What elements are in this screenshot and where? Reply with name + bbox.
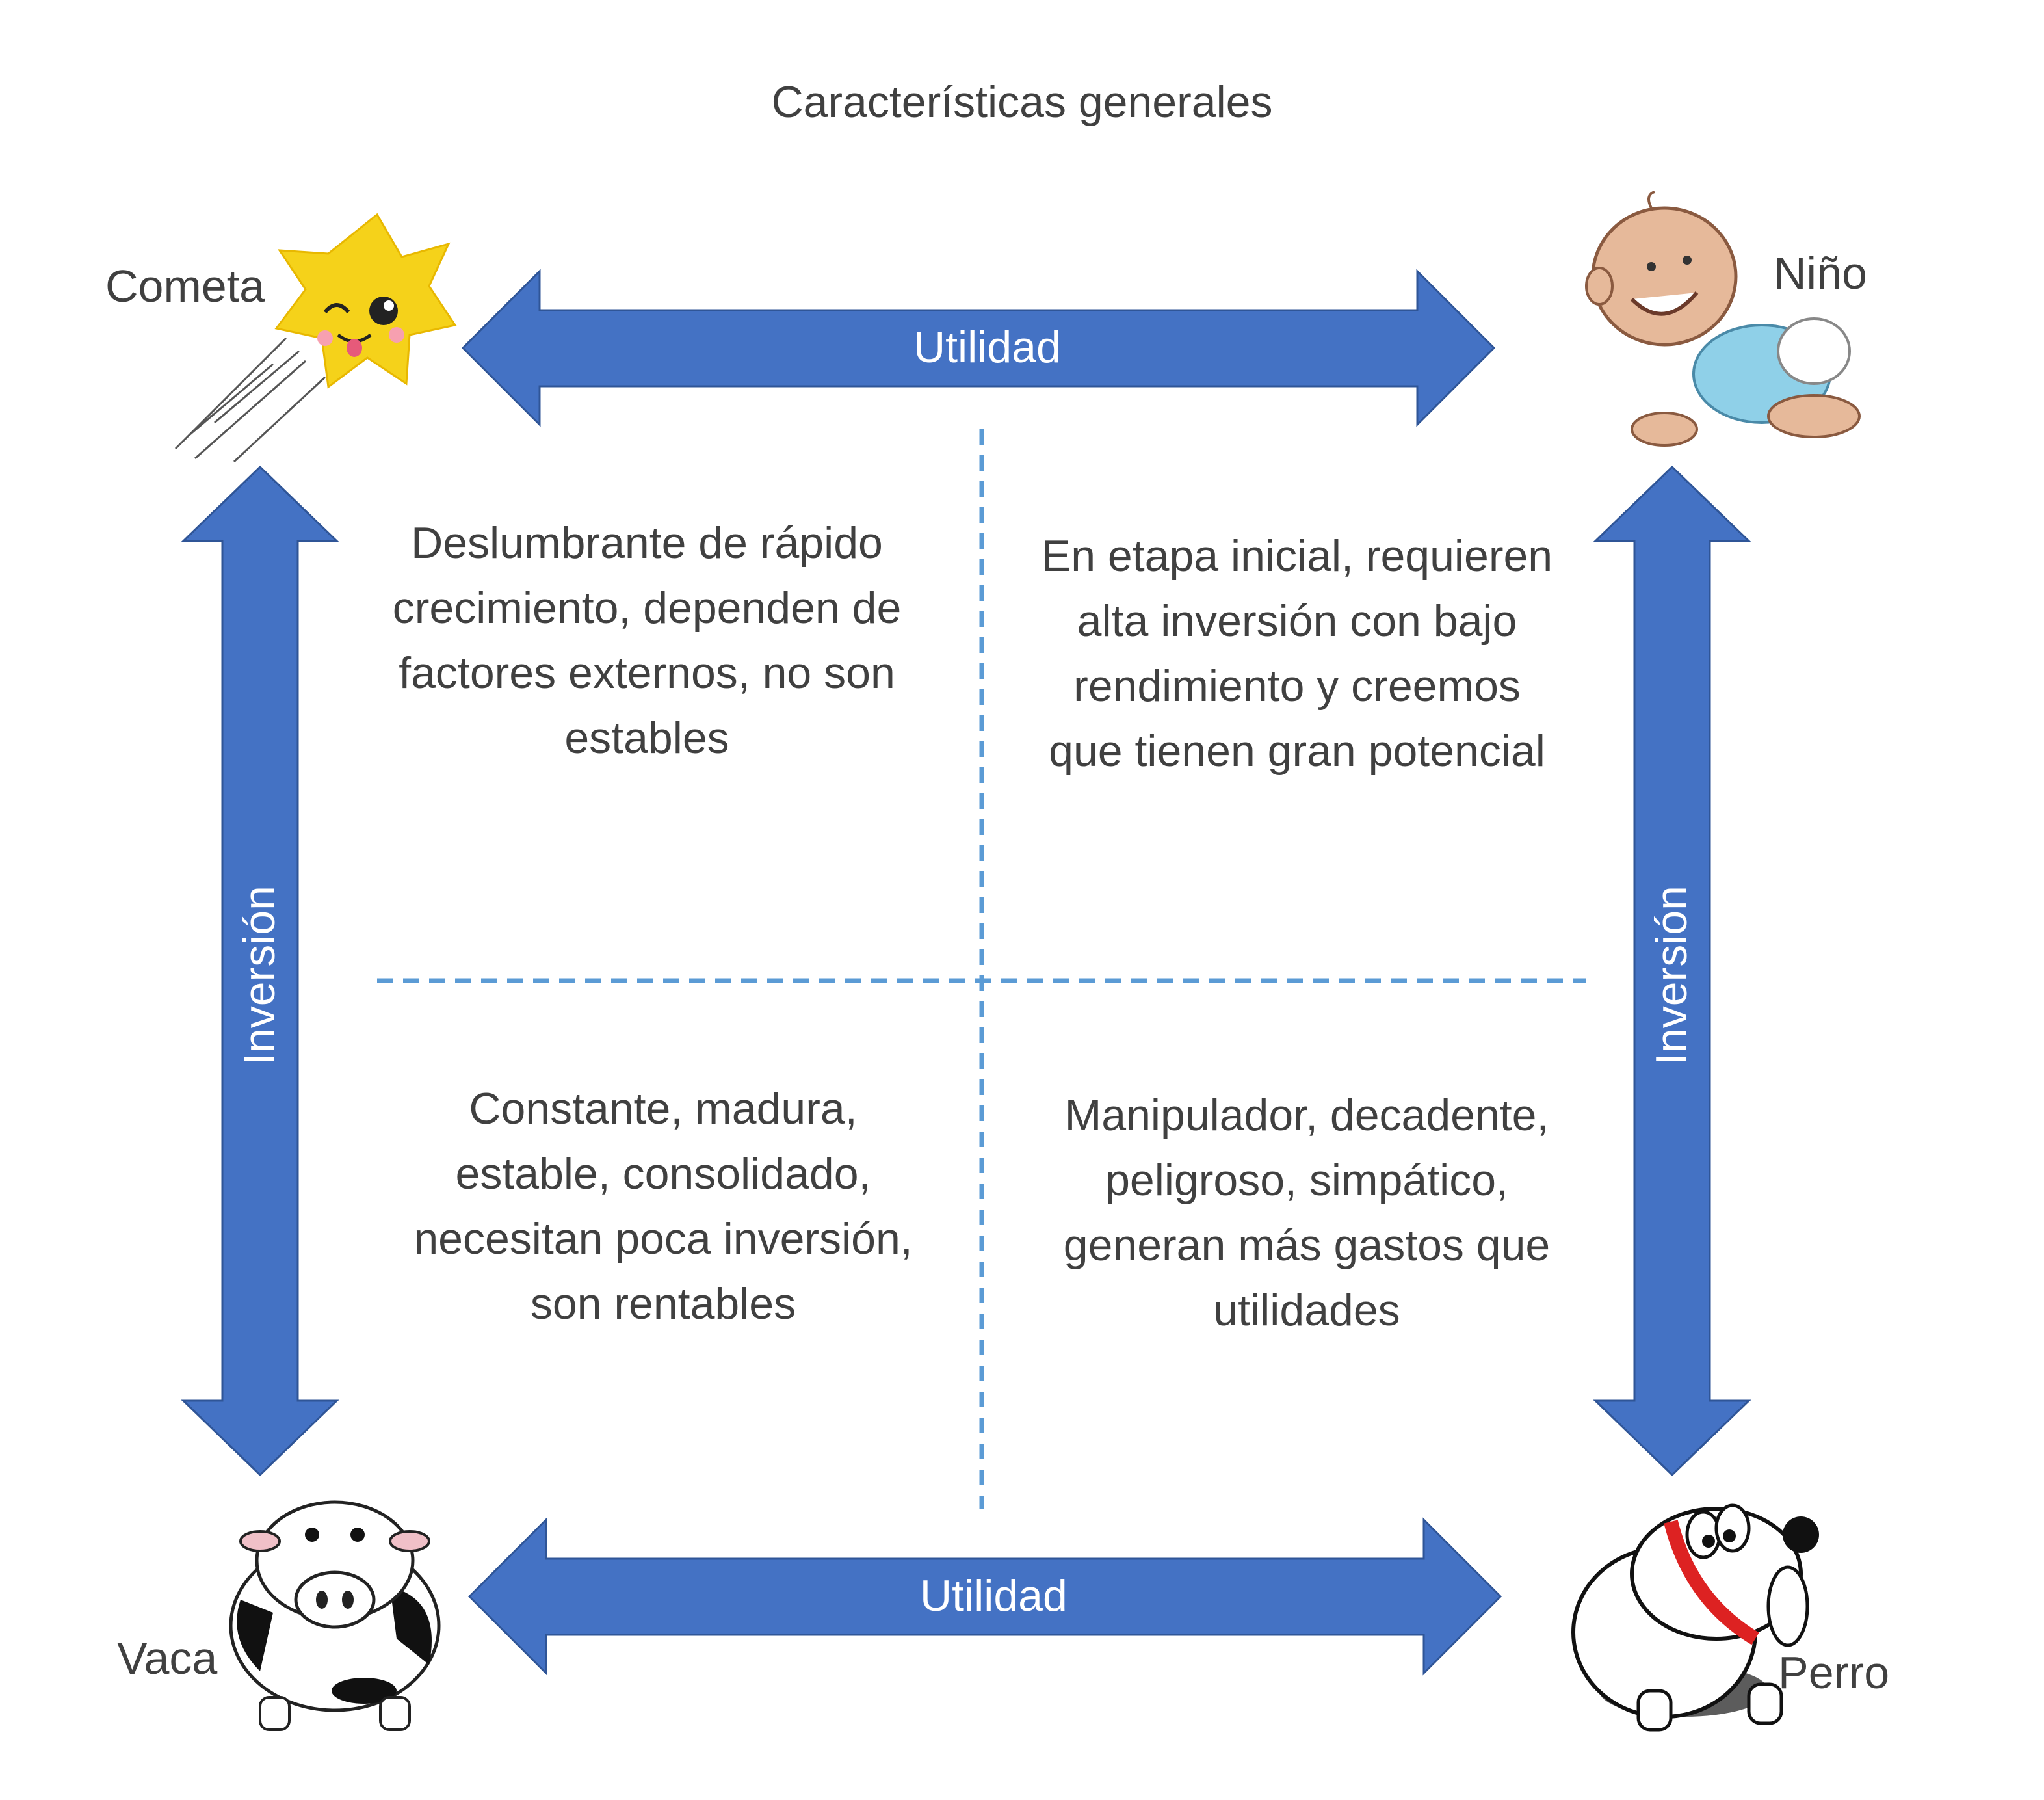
top-utilidad-label: Utilidad <box>913 323 1061 372</box>
diagram-title: Características generales <box>771 77 1273 127</box>
right-inversion-label: Inversión <box>1647 886 1696 1065</box>
top-utilidad-arrow <box>461 269 1496 427</box>
nino-description: En etapa inicial, requieren alta inversi… <box>1041 531 1553 776</box>
right-inversion-arrow <box>1593 465 1751 1477</box>
cometa-description: Deslumbrante de rápido crecimiento, depe… <box>392 518 902 763</box>
nino-label: Niño <box>1774 248 1867 298</box>
dog-icon <box>1571 1503 1819 1732</box>
vaca-label: Vaca <box>117 1633 218 1684</box>
cow-icon <box>229 1500 441 1731</box>
bottom-utilidad-label: Utilidad <box>920 1571 1068 1621</box>
baby-icon <box>1585 191 1861 447</box>
left-inversion-arrow <box>181 465 339 1477</box>
perro-description: Manipulador, decadente, peligroso, simpá… <box>1063 1091 1551 1335</box>
bottom-utilidad-arrow <box>467 1517 1502 1676</box>
perro-label: Perro <box>1778 1647 1890 1698</box>
cometa-label: Cometa <box>105 261 265 311</box>
comet-icon <box>174 213 457 463</box>
left-inversion-label: Inversión <box>235 886 284 1065</box>
vaca-description: Constante, madura, estable, consolidado,… <box>413 1084 913 1329</box>
